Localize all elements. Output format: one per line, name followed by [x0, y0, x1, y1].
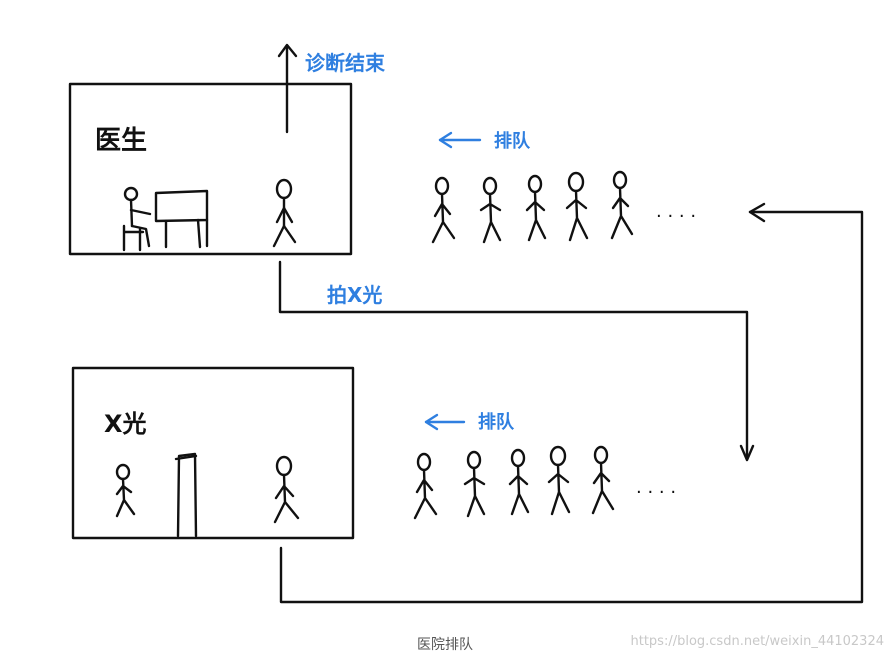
queue-left-arrow-bottom: [424, 413, 466, 431]
queue-person: [413, 452, 438, 520]
xray-machine: [174, 452, 198, 538]
desk: [154, 189, 209, 249]
hospital-queue-diagram: 医生 诊断结束: [68, 43, 864, 604]
doctor-room-box: [68, 82, 353, 256]
diagnosis-exit-arrow: [277, 43, 298, 134]
top-queue: 排队 · · · ·: [431, 130, 696, 244]
figure-caption: 医院排队: [417, 637, 473, 653]
queue-person: [479, 176, 502, 244]
xray-room-box: [71, 366, 355, 540]
to-xray-path: [278, 260, 755, 462]
patient-figure-doctor-room: [272, 178, 297, 248]
xray-room-label: X光: [104, 410, 147, 438]
queue-ellipsis-bottom: · · · ·: [636, 482, 676, 503]
doctor-room-label: 医生: [95, 126, 147, 156]
queue-person: [463, 450, 486, 518]
xray-room: X光: [71, 366, 355, 540]
queue-person: [610, 170, 634, 240]
watermark-url: https://blog.csdn.net/weixin_44102324: [630, 634, 884, 649]
queue-person: [591, 445, 615, 515]
queue-person: [547, 445, 571, 516]
queue-person: [508, 448, 530, 516]
queue-left-arrow-top: [438, 131, 482, 149]
queue-person: [525, 174, 547, 242]
return-to-doctor-path: [279, 202, 864, 604]
doctor-figure: [122, 186, 152, 252]
queue-label-top: 排队: [494, 130, 531, 152]
queue-label-bottom: 排队: [478, 411, 515, 433]
patient-figure-xray-room: [273, 455, 300, 524]
doctor-room: 医生: [68, 43, 353, 256]
queue-ellipsis-top: · · · ·: [656, 206, 696, 227]
queue-person: [565, 171, 589, 242]
diagnosis-label: 诊断结束: [305, 51, 386, 75]
queue-person: [431, 176, 456, 244]
xray-technician-figure: [115, 463, 136, 518]
bottom-queue: 排队 · · · ·: [413, 411, 676, 520]
take-xray-label: 拍X光: [327, 283, 382, 307]
